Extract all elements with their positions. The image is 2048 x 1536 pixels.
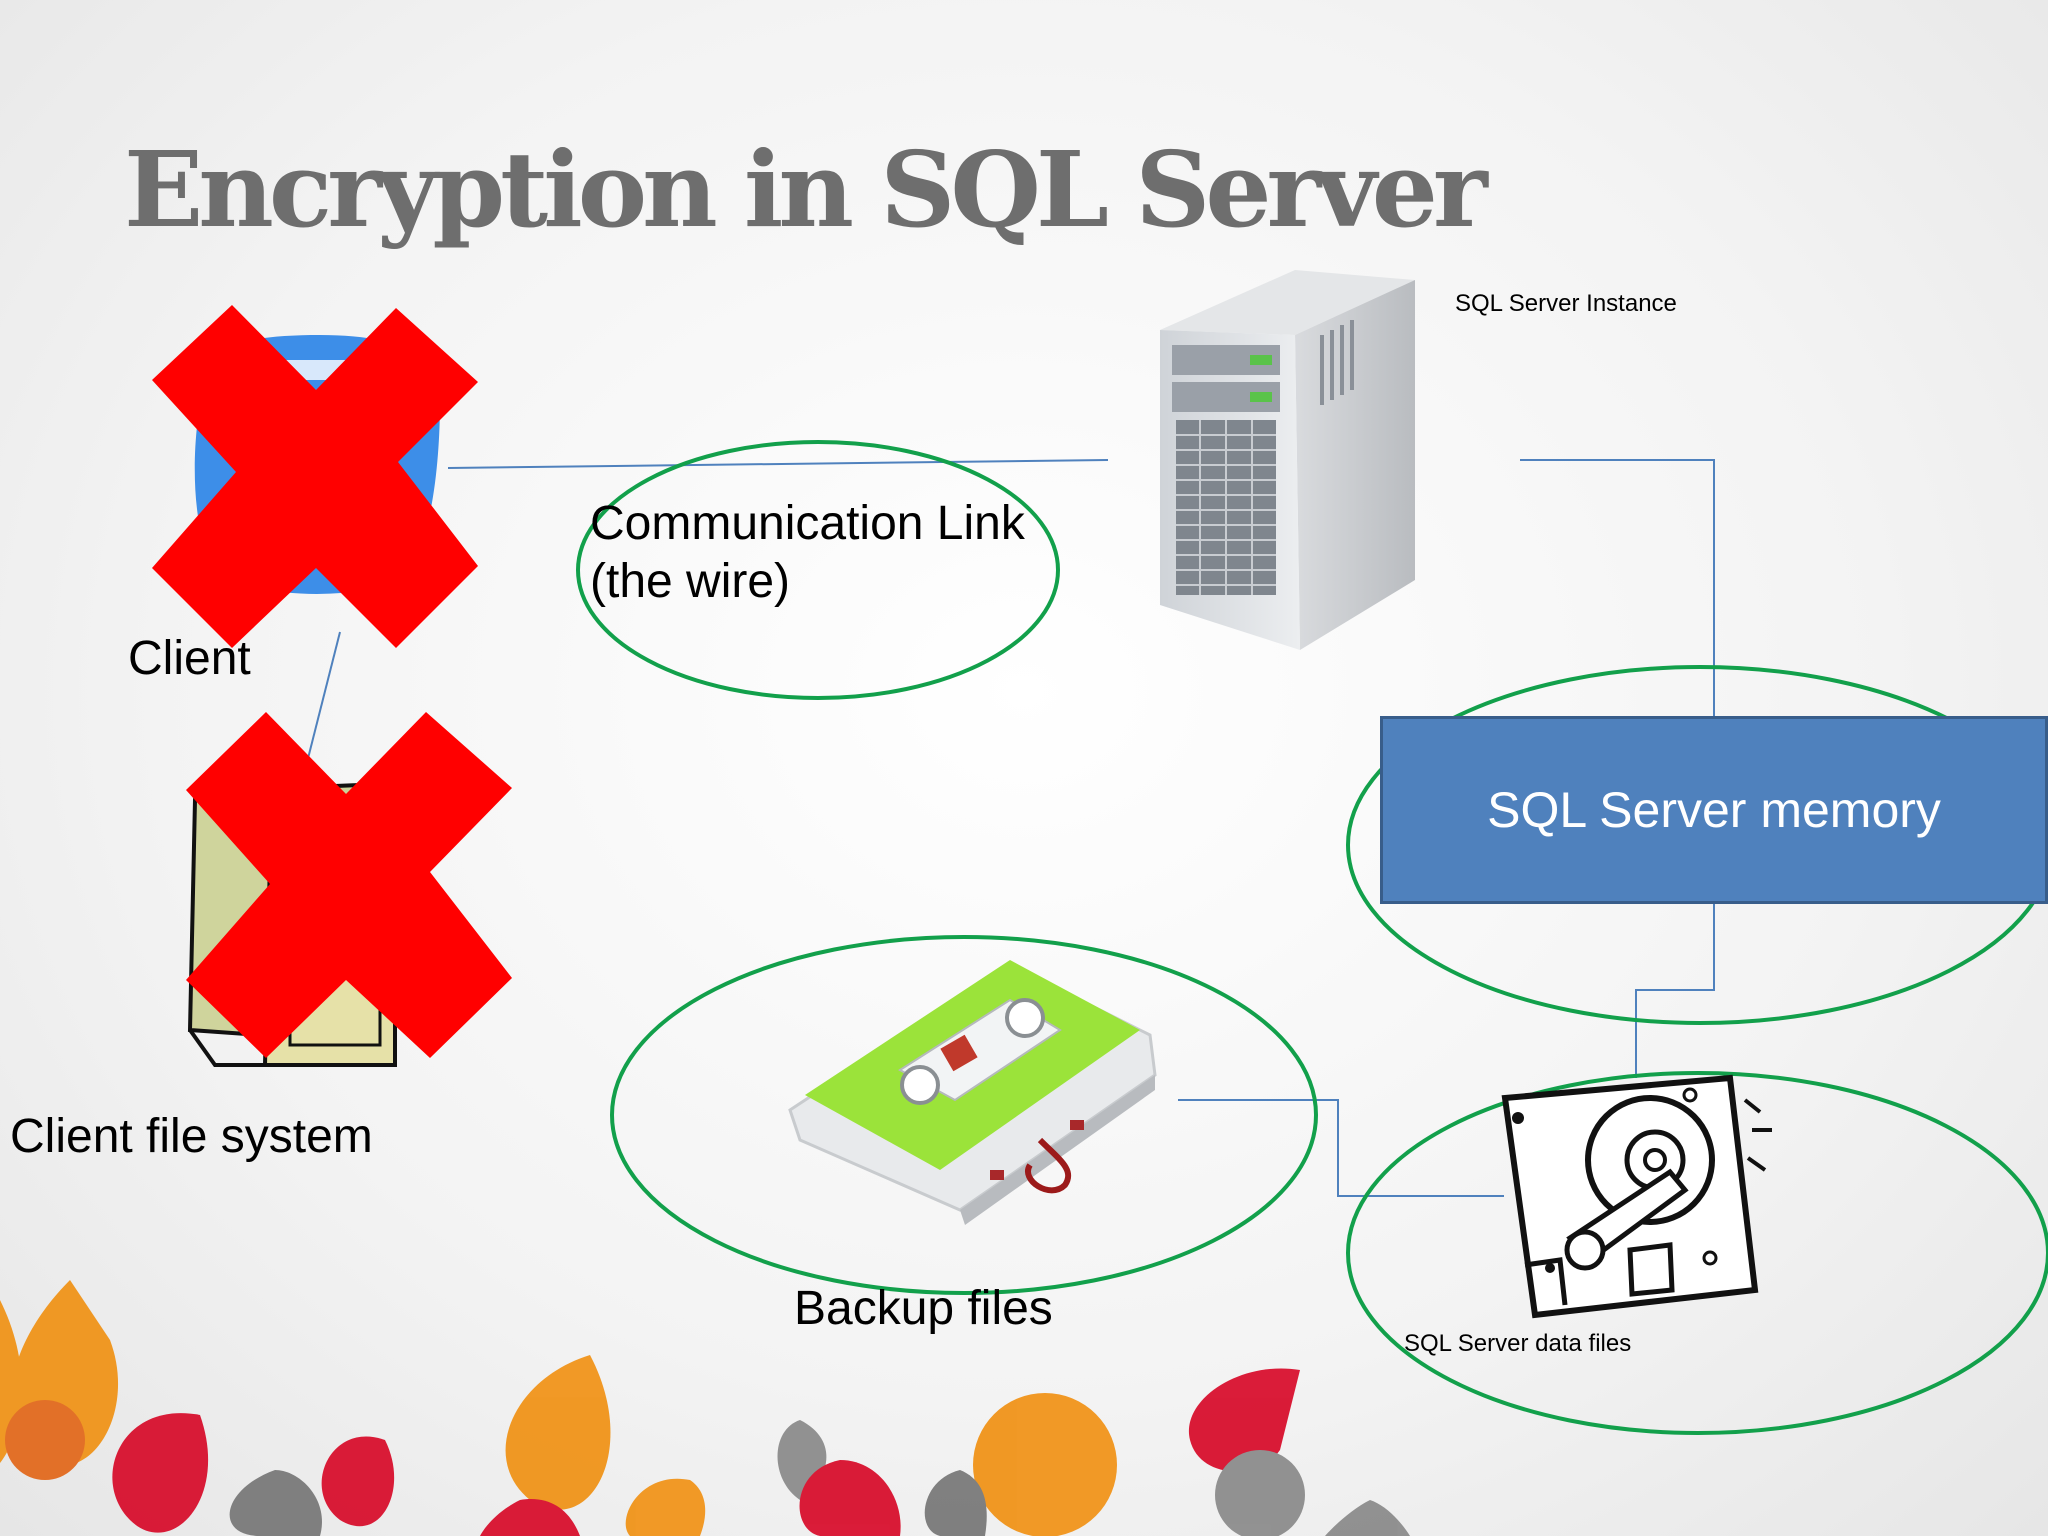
memory-highlight [1346,665,2048,1025]
decor-drop [321,1436,395,1527]
communication-link-label: Communication Link [590,497,1025,550]
decor-drop [229,1470,322,1536]
backup-files-label: Backup files [794,1282,1053,1335]
decor-drop [1215,1450,1305,1536]
backup-files-highlight [610,935,1318,1295]
decor-drop [625,1478,706,1536]
client-to-server-line [447,459,1109,469]
decor-drop [799,1460,901,1536]
data-files-highlight [1346,1071,2048,1435]
communication-link-highlight [576,440,1060,700]
decor-drop [112,1413,209,1533]
client-label: Client [128,632,251,685]
decor-drop [505,1355,611,1510]
decor-drop [5,1400,85,1480]
decor-drop [924,1470,987,1536]
decor-drop [480,1499,580,1536]
sql-server-data-files-label: SQL Server data files [1404,1330,1632,1357]
decor-drop [973,1393,1117,1536]
client-file-system-label: Client file system [10,1110,373,1163]
backup-to-datafiles-line [1178,1099,1504,1197]
decor-drop [1325,1500,1410,1536]
sql-server-instance-label: SQL Server Instance [1455,290,1677,317]
sql-server-memory-label: SQL Server memory [1487,782,1941,838]
memory-to-datafiles-line [1635,904,1715,1078]
sql-server-memory-box: SQL Server memory [1380,716,2048,904]
slide-title: Encryption in SQL Server [124,128,1488,251]
decor-drop [1188,1368,1300,1472]
communication-link-sublabel: (the wire) [590,555,791,608]
server-to-memory-line [1520,459,1715,716]
